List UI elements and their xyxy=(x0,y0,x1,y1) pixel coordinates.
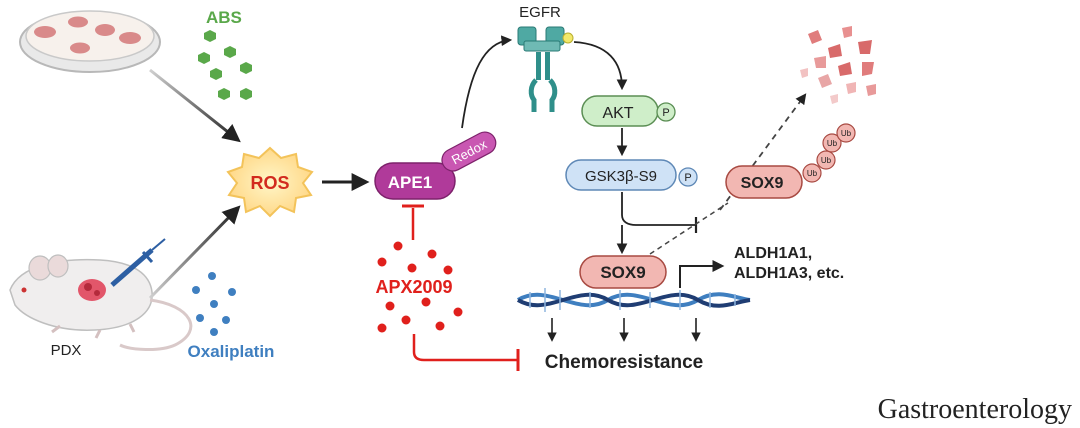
ubiquitin-label-2: Ub xyxy=(821,156,832,165)
gsk3b-node xyxy=(565,159,677,191)
akt-phospho-label: P xyxy=(662,107,669,119)
arrow-sox9-to-aldh xyxy=(679,260,725,288)
akt-label: AKT xyxy=(602,105,633,122)
dashed-arrow-sox9-to-degradation xyxy=(649,202,729,255)
oxaliplatin-molecules-icon xyxy=(192,272,236,336)
dna-helix-icon xyxy=(516,288,751,312)
apx2009-molecules-icon xyxy=(377,241,463,333)
sox9-node xyxy=(579,255,667,289)
ape1-node xyxy=(374,162,456,200)
syringe-icon xyxy=(110,238,166,287)
chemoresistance-label: Chemoresistance xyxy=(545,352,703,373)
gsk-phospho-label: P xyxy=(684,172,691,184)
sox9-fragments-icon xyxy=(800,26,876,104)
aldh-label-line2: ALDH1A3, etc. xyxy=(734,265,844,282)
ubiquitin-chain-icon xyxy=(802,123,856,183)
mouse-pdx-icon xyxy=(9,254,193,351)
journal-wordmark: Gastroenterology xyxy=(878,394,1072,425)
egfr-receptor-icon xyxy=(517,26,574,112)
abs-molecules-icon xyxy=(198,30,252,100)
petri-dish-icon xyxy=(19,10,161,73)
redox-tag xyxy=(441,131,497,172)
arrow-dish-to-ros xyxy=(149,68,241,143)
ubiquitin-label-4: Ub xyxy=(841,129,852,138)
akt-phospho-badge xyxy=(656,102,676,122)
ros-label: ROS xyxy=(250,173,289,193)
arrow-ape1-to-egfr xyxy=(461,35,513,129)
aldh-label-line1: ALDH1A1, xyxy=(734,245,812,262)
egfr-label: EGFR xyxy=(519,4,561,21)
ros-burst-icon xyxy=(226,146,314,218)
sox9-ubiquitinated-label: SOX9 xyxy=(741,175,784,192)
sox9-ubiquitinated-node xyxy=(725,165,803,199)
gsk-inhibition-line xyxy=(621,192,696,226)
apx2009-label: APX2009 xyxy=(375,277,452,297)
oxaliplatin-label: Oxaliplatin xyxy=(188,342,275,361)
gsk3b-label: GSK3β-S9 xyxy=(585,168,657,185)
ape1-label: APE1 xyxy=(388,173,432,192)
abs-label: ABS xyxy=(206,8,242,27)
ubiquitin-label-1: Ub xyxy=(807,169,818,178)
ubiquitin-label-3: Ub xyxy=(827,139,838,148)
gsk-phospho-badge xyxy=(678,167,698,187)
pdx-label: PDX xyxy=(51,342,82,359)
arrow-mouse-to-ros xyxy=(148,205,241,300)
apx-to-chemoresistance-line xyxy=(412,334,518,362)
arrow-egfr-to-akt xyxy=(573,41,628,91)
sox9-label: SOX9 xyxy=(600,263,645,282)
